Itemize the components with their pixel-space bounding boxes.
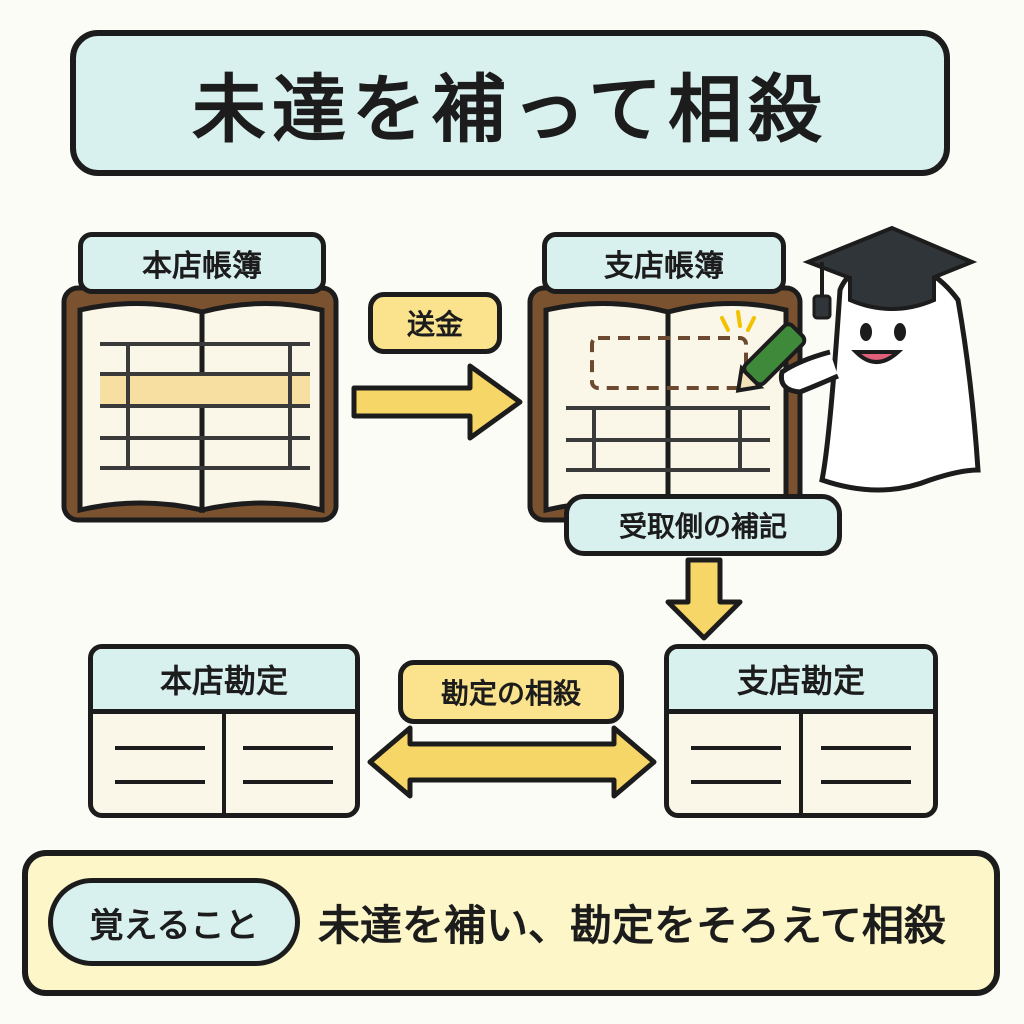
head-office-ledger-icon	[61, 285, 339, 523]
memo-text: 未達を補い、勘定をそろえて相殺	[318, 900, 946, 950]
head-office-account-card: 本店勘定	[88, 644, 360, 818]
page-title: 未達を補って相殺	[191, 66, 829, 153]
branch-account-card: 支店勘定	[664, 644, 938, 818]
down-arrow	[665, 557, 743, 641]
head-office-ledger-label: 本店帳簿	[142, 249, 262, 284]
memo-label: 覚えること	[89, 905, 259, 946]
receiver-entry-box: 受取側の補記	[564, 494, 842, 556]
branch-account-title: 支店勘定	[669, 649, 933, 714]
memo-label-pill: 覚えること	[48, 878, 300, 966]
account-offset-label: 勘定の相殺	[440, 677, 581, 710]
remittance-label: 送金	[406, 308, 463, 341]
double-arrow	[367, 725, 657, 799]
head-office-account-title: 本店勘定	[93, 649, 355, 714]
account-offset-label-box: 勘定の相殺	[398, 660, 624, 724]
head-office-ledger-tab: 本店帳簿	[78, 232, 326, 294]
ghost-mascot-icon	[735, 225, 981, 493]
branch-ledger-icon	[527, 285, 803, 523]
remittance-label-box: 送金	[368, 292, 502, 354]
branch-ledger-label: 支店帳簿	[604, 249, 724, 284]
remittance-arrow	[351, 363, 523, 441]
title-banner: 未達を補って相殺	[70, 30, 950, 176]
branch-account-ledger-lines	[691, 714, 911, 813]
branch-ledger-tab: 支店帳簿	[542, 232, 786, 294]
head-office-account-ledger-lines	[115, 714, 333, 813]
receiver-entry-label: 受取側の補記	[618, 510, 787, 543]
